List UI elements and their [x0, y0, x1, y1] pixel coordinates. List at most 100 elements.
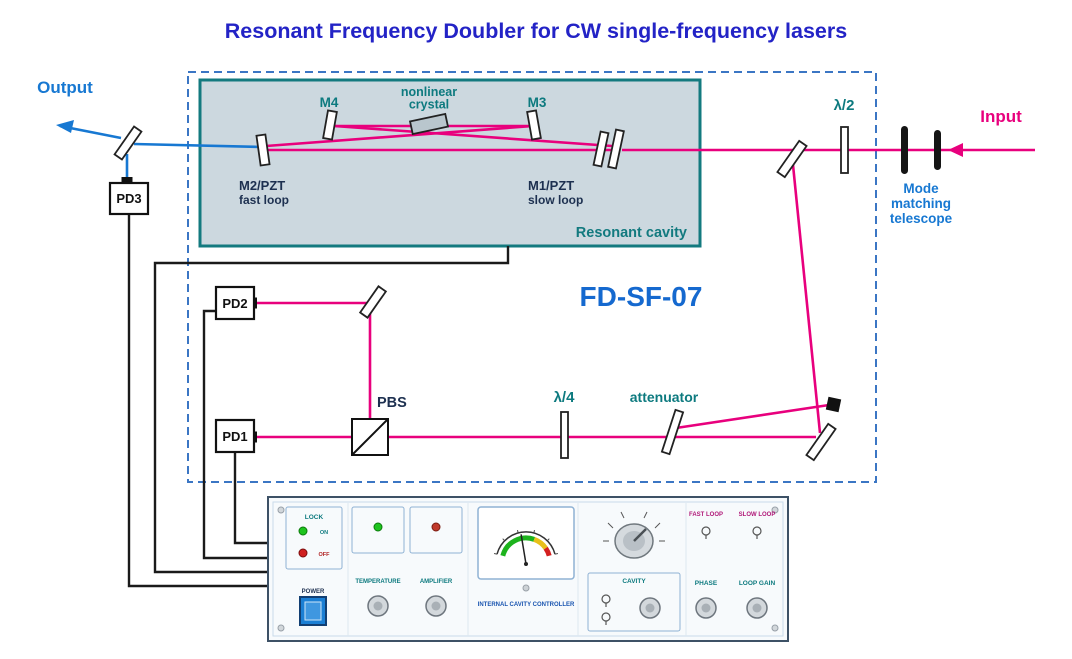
resonant-cavity-box — [198, 78, 702, 248]
model-label: FD-SF-07 — [580, 281, 703, 312]
lock-on-led — [298, 526, 308, 536]
dump-beam — [675, 403, 830, 430]
panel-screw — [771, 506, 779, 514]
temperature-status-box — [351, 506, 405, 554]
panel-screw — [277, 506, 285, 514]
cavity-beam-diagonal-2 — [333, 124, 613, 148]
lamp-icon — [601, 594, 611, 607]
pd2-label: PD2 — [222, 296, 247, 311]
panel-screw — [771, 624, 779, 632]
cavity-section-label: CAVITY — [622, 578, 646, 585]
slow-loop-label: SLOW LOOP — [739, 512, 776, 518]
analog-meter — [477, 506, 575, 592]
m1-label: M1/PZT — [528, 178, 574, 193]
telescope-label-line3: telescope — [890, 211, 953, 226]
pd2-box — [214, 285, 256, 321]
fold-mirror-pd2 — [358, 285, 388, 319]
temperature-knob — [367, 595, 389, 617]
loop-gain-label: LOOP GAIN — [739, 580, 776, 587]
lamp-icon — [701, 526, 711, 539]
telescope-lens-2 — [934, 130, 941, 170]
quarter-wave-plate — [560, 411, 569, 459]
output-label: Output — [37, 78, 93, 97]
half-wave-plate — [840, 126, 849, 174]
wire-pd2 — [202, 309, 268, 560]
amplifier-label: AMPLIFIER — [420, 579, 453, 585]
loop-gain-knob — [746, 597, 768, 619]
panel-screw — [522, 584, 530, 592]
lock-section-box — [285, 506, 343, 570]
power-label: POWER — [302, 589, 325, 595]
photodiodes: PD3 PD2 PD1 — [108, 177, 257, 454]
mirror-m1-pzt — [592, 130, 610, 168]
temperature-label: TEMPERATURE — [355, 579, 400, 585]
panel-inner-frame — [272, 501, 784, 637]
output-splitter-mirror — [113, 125, 143, 161]
telescope-label-line1: Mode — [903, 181, 939, 196]
resonant-cavity-label: Resonant cavity — [576, 225, 687, 241]
controller-panel: LOCK ON OFF POWER TEMPERATURE AMPLIFIER — [267, 496, 789, 642]
power-button — [299, 596, 327, 626]
pd3-label: PD3 — [116, 191, 141, 206]
fd-sf-07-unit-outline — [187, 71, 877, 483]
lock-label: LOCK — [305, 514, 324, 521]
pbs-diagonal — [351, 418, 389, 456]
m2-label: M2/PZT — [239, 178, 285, 193]
cavity-beam-diagonal-1 — [265, 124, 534, 148]
output-beam-cavity — [133, 142, 263, 149]
phase-knob — [695, 597, 717, 619]
pd1-label: PD1 — [222, 429, 247, 444]
wire-pd3 — [127, 214, 268, 588]
lamp-icon — [601, 612, 611, 625]
m2-sub-label: fast loop — [239, 193, 289, 207]
nonlinear-crystal — [408, 112, 450, 136]
pd3-box — [108, 181, 150, 216]
cavity-tuning-dial — [603, 511, 665, 559]
crystal-label-line1: nonlinear — [401, 85, 457, 99]
pd1-box — [214, 418, 256, 454]
lock-off-label: OFF — [319, 552, 331, 558]
meter-caption: INTERNAL CAVITY CONTROLLER — [478, 602, 575, 608]
lock-off-led — [298, 548, 308, 558]
telescope-label-line2: matching — [891, 196, 951, 211]
mirror-m3 — [526, 109, 542, 141]
fundamental-beams — [253, 124, 1035, 439]
input-label: Input — [980, 107, 1022, 126]
cavity-section-box — [587, 572, 681, 632]
phase-label: PHASE — [695, 580, 718, 587]
m3-label: M3 — [528, 95, 547, 110]
pickoff-beam — [790, 154, 822, 434]
input-beam-arrowhead — [948, 143, 963, 157]
amplifier-knob — [425, 595, 447, 617]
lamp-icon — [752, 526, 762, 539]
attenuator-plate — [660, 408, 685, 456]
telescope-lens-1 — [901, 126, 908, 174]
fast-loop-label: FAST LOOP — [689, 512, 723, 518]
temperature-led — [373, 522, 383, 532]
meter-needle — [520, 534, 527, 565]
pbs-label: PBS — [377, 395, 407, 411]
mirror-m4 — [322, 109, 338, 141]
half-wave-label: λ/2 — [834, 97, 855, 114]
wire-pzt — [153, 246, 510, 574]
cavity-knob — [639, 597, 661, 619]
pickoff-beamsplitter — [776, 139, 808, 179]
pd3-connector — [121, 177, 133, 183]
page-title: Resonant Frequency Doubler for CW single… — [225, 19, 847, 43]
diagram-labels: Output Input λ/2 Mode matching telescope… — [37, 78, 1022, 411]
quarter-wave-label: λ/4 — [554, 389, 576, 406]
optical-elements — [113, 109, 941, 462]
panel-screw — [277, 624, 285, 632]
output-beam-arrowhead — [56, 120, 74, 133]
mirror-m2-pzt — [255, 133, 271, 167]
amplifier-status-box — [409, 506, 463, 554]
wire-pd1 — [233, 452, 268, 545]
mirror-m1-outer — [607, 128, 625, 170]
attenuator-label: attenuator — [630, 389, 699, 405]
amplifier-led — [431, 522, 441, 532]
fold-mirror-bottom — [805, 422, 837, 462]
m1-sub-label: slow loop — [528, 193, 583, 207]
signal-wires — [127, 214, 510, 588]
